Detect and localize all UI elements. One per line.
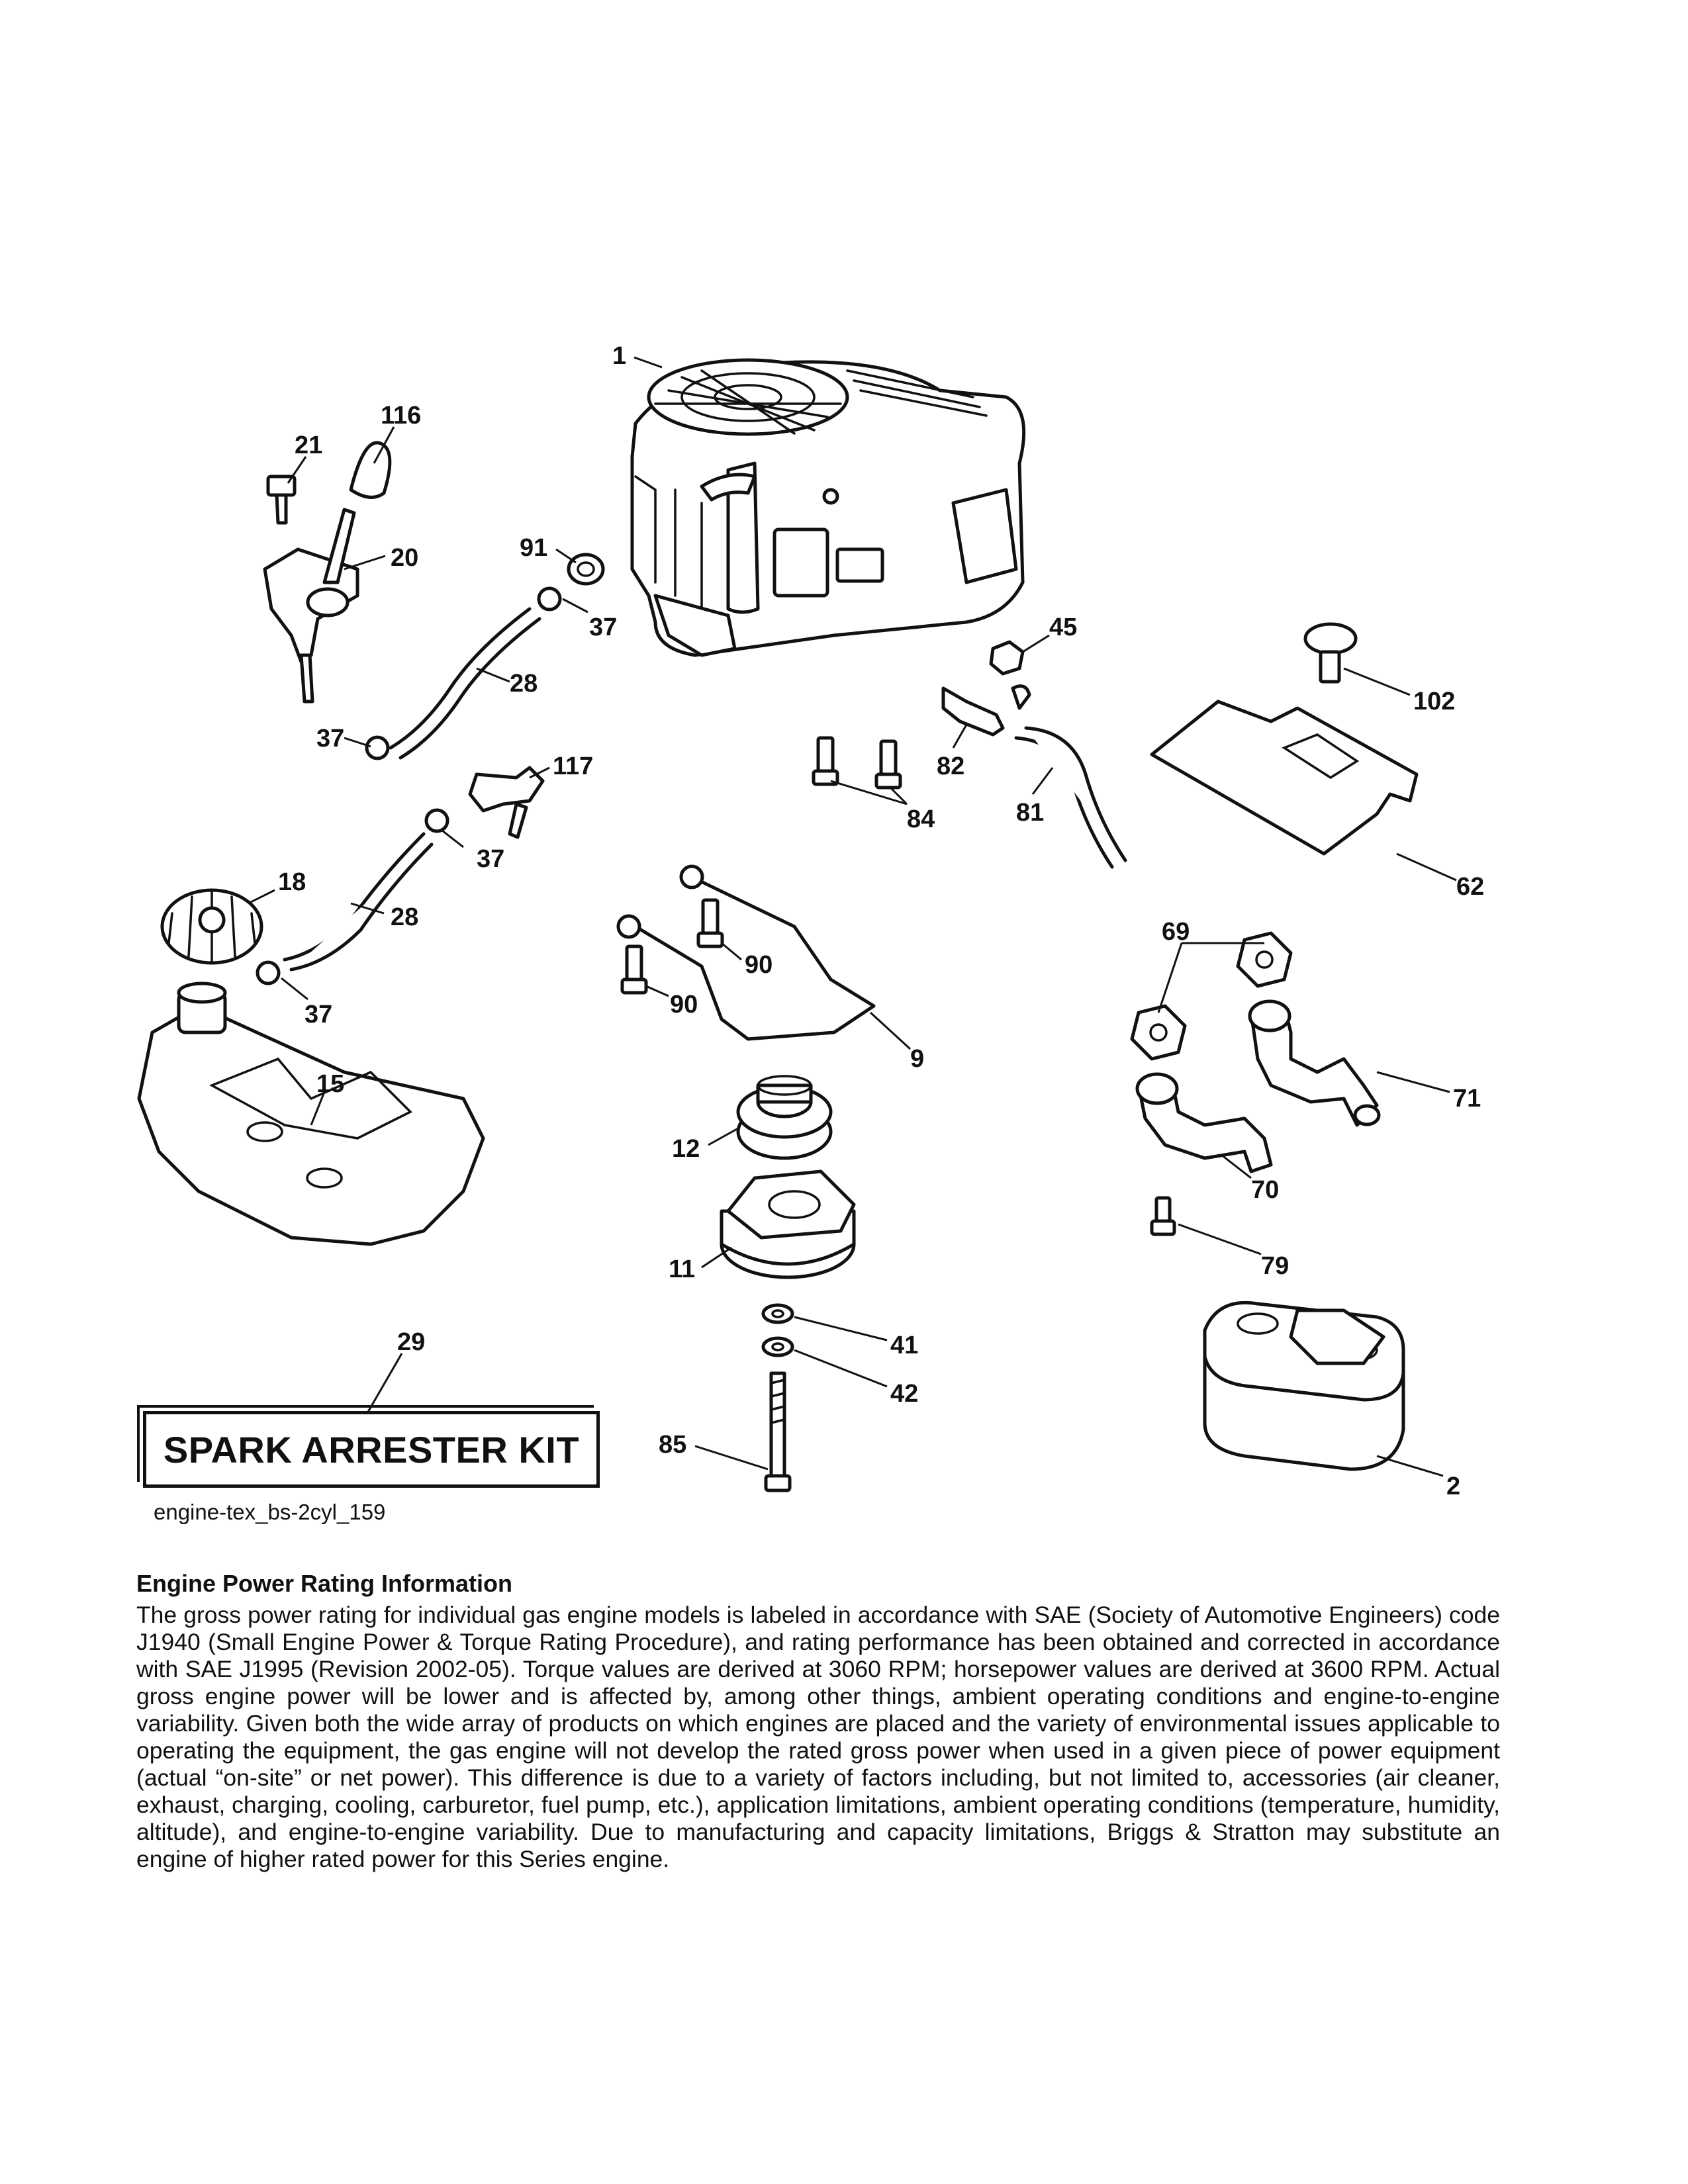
callout-12: 12 [672, 1135, 700, 1163]
callout-84: 84 [907, 805, 935, 833]
callout-21: 21 [295, 432, 322, 459]
callout-37-upper-right: 37 [589, 614, 617, 641]
engine-part [630, 358, 1026, 657]
throttle-control-part [263, 508, 359, 704]
callout-102: 102 [1413, 688, 1455, 715]
gasket-69-lower-part [1130, 1004, 1187, 1061]
callout-90-lower: 90 [670, 991, 698, 1019]
bolt-84-right-part [874, 739, 902, 790]
washer-41-part [761, 1303, 794, 1324]
bolt-90-lower-part [620, 944, 648, 995]
engine-power-rating-title: Engine Power Rating Information [136, 1570, 513, 1597]
callout-18: 18 [278, 868, 306, 896]
bolt-90-upper-part [696, 898, 724, 948]
callout-90-upper: 90 [745, 951, 773, 979]
diagram-filename: engine-tex_bs-2cyl_159 [154, 1500, 386, 1524]
callout-9: 9 [910, 1045, 924, 1073]
fuel-line-upper-part [365, 586, 562, 760]
fuel-line-lower-part [256, 808, 449, 985]
muffler-part [1203, 1300, 1405, 1471]
bolt-85-part [764, 1371, 792, 1492]
leader-lines [248, 356, 1457, 1477]
screw-102-part [1303, 622, 1358, 684]
bolt-84-left-part [812, 736, 839, 786]
callout-1: 1 [612, 342, 626, 370]
callout-28-upper: 28 [510, 670, 538, 698]
fuel-cap-part [160, 888, 263, 965]
callout-62: 62 [1456, 873, 1484, 901]
spark-arrester-kit-box: SPARK ARRESTER KIT [137, 1405, 600, 1488]
callout-91: 91 [520, 534, 547, 562]
screw-21-part [266, 475, 297, 525]
callout-45: 45 [1049, 614, 1077, 641]
callout-labels: 1 116 21 20 91 37 28 37 117 37 18 28 37 … [278, 342, 1484, 1500]
pto-clutch-part [720, 1169, 856, 1279]
callout-29: 29 [397, 1328, 425, 1356]
callout-37-upper-left: 37 [316, 725, 344, 752]
callout-20: 20 [391, 544, 418, 572]
callout-85: 85 [659, 1431, 686, 1459]
callout-42: 42 [890, 1380, 918, 1408]
washer-42-part [761, 1336, 794, 1357]
callout-41: 41 [890, 1332, 918, 1359]
exhaust-pipe-70-part [1135, 1072, 1273, 1173]
callout-37-middle: 37 [477, 845, 504, 873]
spark-arrester-kit-label: SPARK ARRESTER KIT [163, 1428, 580, 1471]
gasket-69-upper-part [1236, 931, 1293, 988]
shutoff-valve-part [468, 766, 545, 839]
callout-2: 2 [1446, 1473, 1460, 1500]
callout-79: 79 [1261, 1252, 1289, 1280]
callout-15: 15 [316, 1070, 344, 1098]
engine-power-rating-text: The gross power rating for individual ga… [136, 1602, 1500, 1872]
callout-117: 117 [553, 752, 593, 780]
screw-79-part [1150, 1196, 1176, 1236]
callout-116: 116 [381, 402, 421, 430]
pulley-part [736, 1075, 833, 1160]
heat-shield-part [1150, 700, 1419, 856]
knob-part [349, 441, 392, 499]
nut-45-part [989, 640, 1025, 676]
callout-69: 69 [1162, 918, 1190, 946]
callout-37-lower: 37 [305, 1001, 332, 1028]
grommet-part [567, 553, 605, 586]
fuel-filter-part [941, 684, 1031, 737]
clutch-bracket-part [616, 864, 876, 1041]
callout-70: 70 [1251, 1176, 1279, 1204]
fuel-hose-81-part [1014, 726, 1127, 869]
callout-28-lower: 28 [391, 903, 418, 931]
callout-81: 81 [1016, 799, 1044, 827]
callout-82: 82 [937, 752, 964, 780]
exhaust-pipe-71-part [1248, 999, 1381, 1127]
callout-11: 11 [669, 1255, 695, 1283]
callout-71: 71 [1453, 1085, 1481, 1113]
